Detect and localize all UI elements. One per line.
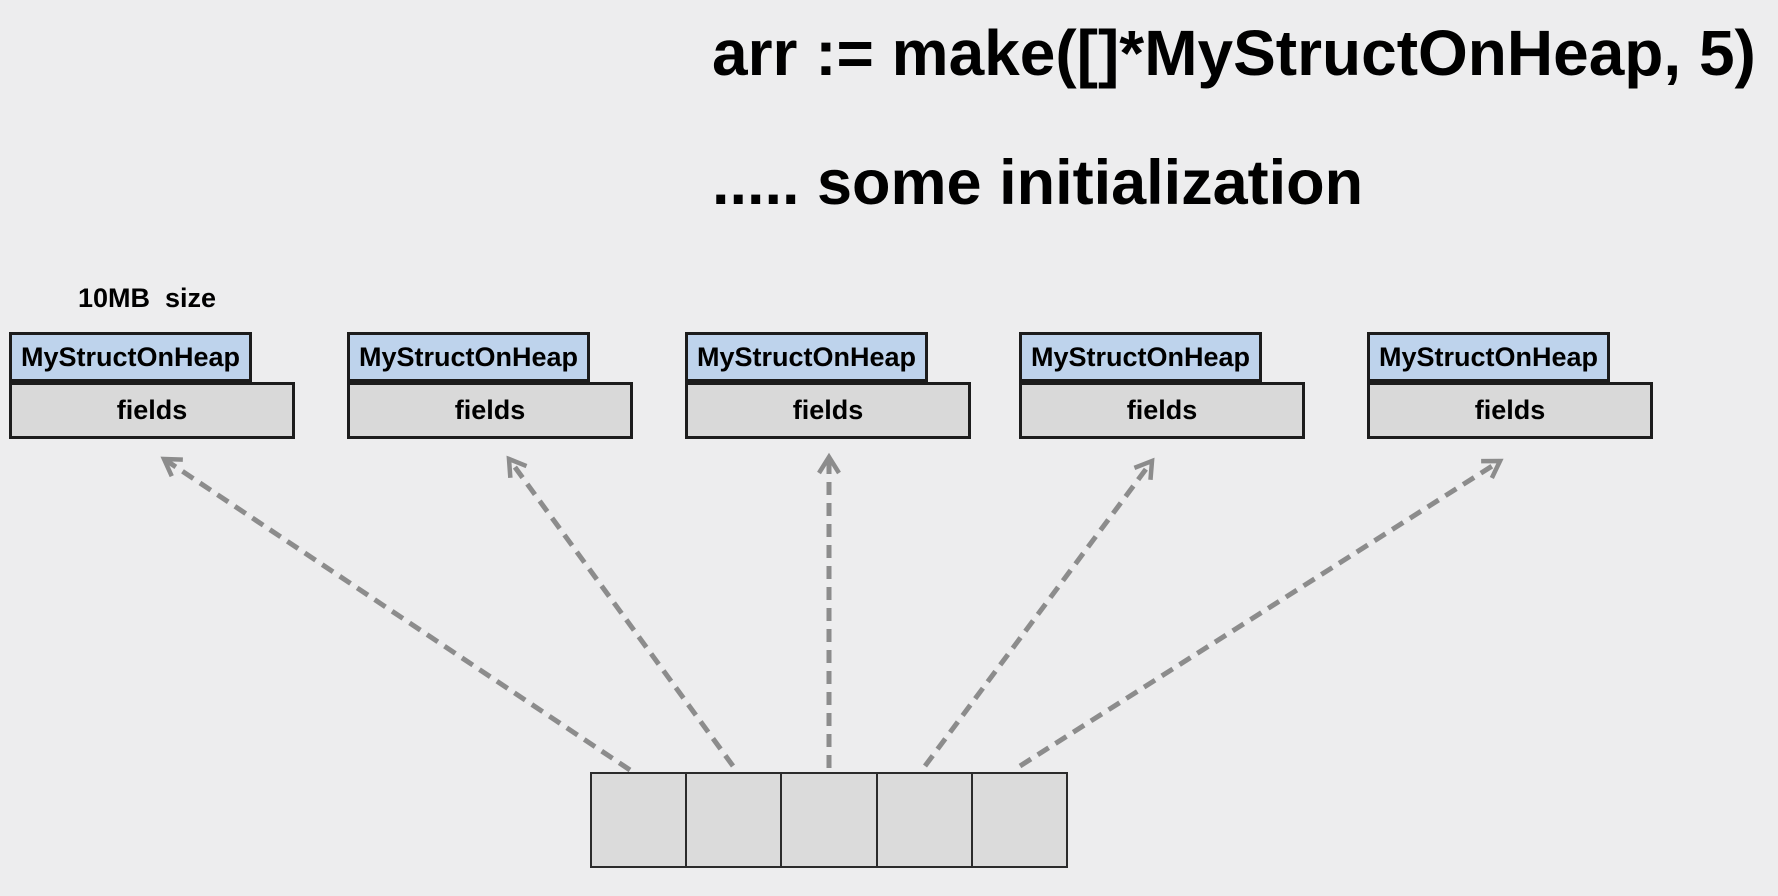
pointer-arrow-1	[160, 456, 632, 773]
struct-box-5: MyStructOnHeap fields	[1367, 332, 1653, 439]
slice-cell-5	[972, 774, 1067, 866]
struct-name: MyStructOnHeap	[347, 332, 590, 382]
pointer-arrow-4	[922, 457, 1155, 768]
struct-fields-label: fields	[9, 382, 295, 439]
struct-box-1: MyStructOnHeap fields	[9, 332, 295, 439]
slice-cell-1	[592, 774, 688, 866]
pointer-arrow-5	[1018, 458, 1504, 769]
struct-name: MyStructOnHeap	[1019, 332, 1262, 382]
slice-cell-2	[687, 774, 783, 866]
struct-box-2: MyStructOnHeap fields	[347, 332, 633, 439]
slice-cell-4	[877, 774, 973, 866]
slice-array	[590, 772, 1068, 868]
struct-name: MyStructOnHeap	[1367, 332, 1610, 382]
struct-box-4: MyStructOnHeap fields	[1019, 332, 1305, 439]
code-title: arr := make([]*MyStructOnHeap, 5)	[712, 17, 1756, 89]
struct-name: MyStructOnHeap	[9, 332, 252, 382]
pointer-arrow-2	[506, 455, 736, 768]
struct-fields-label: fields	[685, 382, 971, 439]
slice-cell-3	[782, 774, 878, 866]
struct-box-3: MyStructOnHeap fields	[685, 332, 971, 439]
struct-name: MyStructOnHeap	[685, 332, 928, 382]
struct-fields-label: fields	[1019, 382, 1305, 439]
initialization-caption: ..... some initialization	[712, 148, 1364, 218]
size-label: 10MB size	[78, 283, 217, 313]
struct-fields-label: fields	[347, 382, 633, 439]
struct-fields-label: fields	[1367, 382, 1653, 439]
